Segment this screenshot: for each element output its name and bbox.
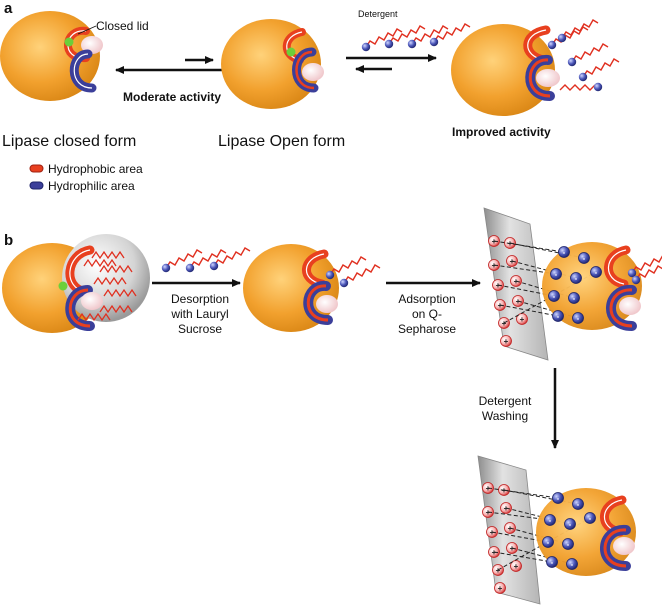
negative-bead-sign: - [555, 270, 558, 279]
positive-beads-washed: +++++++++++ [482, 482, 522, 594]
lipase-improved-enzyme [451, 19, 620, 116]
positive-bead [482, 506, 494, 518]
negative-bead [548, 290, 560, 302]
negative-bead [550, 268, 562, 280]
positive-bead-sign: + [496, 566, 501, 575]
negative-bead-sign: - [583, 254, 586, 263]
ionic-link [517, 300, 579, 319]
positive-bead-sign: + [504, 337, 509, 346]
lid-marker-icon [64, 37, 74, 47]
adsorption-line-1: Adsorption [398, 292, 455, 306]
negative-bead [570, 272, 582, 284]
negative-bead [566, 558, 578, 570]
ionic-link [487, 487, 559, 499]
lipase-open-enzyme [221, 19, 324, 109]
negative-bead-sign: - [575, 274, 578, 283]
negative-beads: --------- [548, 246, 602, 324]
closed-lid-label: Closed lid [96, 19, 149, 33]
closed-form-label: Lipase closed form [2, 133, 136, 150]
washing-line-1: Detergent [479, 394, 532, 408]
positive-bead [494, 582, 506, 594]
detergent-label: Detergent [358, 9, 398, 19]
negative-bead [552, 492, 564, 504]
negative-bead [584, 512, 596, 524]
negative-bead [568, 292, 580, 304]
lipase-on-interface [2, 234, 150, 333]
moderate-activity-label: Moderate activity [123, 90, 221, 104]
positive-bead-sign: + [502, 319, 507, 328]
desorption-line-1: Desorption [171, 292, 229, 306]
positive-bead [500, 335, 512, 347]
negative-bead-sign: - [547, 538, 550, 547]
closed-lid-pointer [77, 25, 97, 35]
desorption-line-2: with Lauryl [170, 307, 228, 321]
negative-bead-sign: - [549, 516, 552, 525]
negative-bead [562, 538, 574, 550]
negative-bead [542, 536, 554, 548]
negative-bead-sign: - [571, 560, 574, 569]
lid-marker-icon [58, 281, 68, 291]
ionic-link [511, 547, 573, 565]
negative-bead-sign: - [553, 292, 556, 301]
hydrophobic-swatch [29, 164, 44, 173]
ionic-link [499, 304, 559, 317]
negative-bead [564, 518, 576, 530]
negative-bead-sign: - [551, 558, 554, 567]
panel-b-label: b [4, 232, 13, 249]
positive-bead [510, 560, 522, 572]
negative-bead [546, 556, 558, 568]
lipase-desorbed-enzyme [243, 244, 381, 332]
ionic-link [493, 240, 565, 253]
negative-bead [544, 514, 556, 526]
negative-beads-washed: --------- [542, 492, 596, 570]
ionic-link [493, 551, 553, 563]
lipase-adsorbed-enzyme [542, 242, 662, 331]
negative-bead-sign: - [589, 514, 592, 523]
negative-bead [572, 312, 584, 324]
negative-bead-sign: - [577, 500, 580, 509]
negative-bead [578, 252, 590, 264]
ionic-link [515, 280, 575, 299]
desorption-line-3: Sucrose [178, 322, 222, 336]
negative-bead [572, 498, 584, 510]
washing-line-2: Washing [482, 409, 528, 423]
negative-bead-sign: - [573, 294, 576, 303]
negative-bead-sign: - [557, 312, 560, 321]
detergent-molecules [361, 23, 471, 52]
hydrophilic-label: Hydrophilic area [48, 179, 135, 193]
negative-bead [590, 266, 602, 278]
legend: Hydrophobic area Hydrophilic area [29, 162, 143, 193]
positive-bead-sign: + [520, 315, 525, 324]
hydrophilic-swatch [29, 181, 44, 190]
lid-marker-icon [286, 47, 296, 57]
negative-bead [552, 310, 564, 322]
negative-bead [558, 246, 570, 258]
hydrophobic-label: Hydrophobic area [48, 162, 143, 176]
negative-bead-sign: - [569, 520, 572, 529]
negative-bead-sign: - [595, 268, 598, 277]
lauryl-sucrose-molecules [161, 247, 251, 273]
lipase-closed-enzyme [0, 11, 103, 101]
lipase-washed-enzyme [536, 488, 636, 576]
negative-bead-sign: - [557, 494, 560, 503]
negative-bead-sign: - [563, 248, 566, 257]
panel-a-label: a [4, 0, 13, 17]
adsorption-line-2: on Q- [412, 307, 442, 321]
positive-bead-sign: + [498, 584, 503, 593]
negative-bead-sign: - [577, 314, 580, 323]
improved-activity-label: Improved activity [452, 125, 551, 139]
negative-bead-sign: - [567, 540, 570, 549]
positive-bead-sign: + [514, 562, 519, 571]
open-form-label: Lipase Open form [218, 133, 345, 150]
adsorption-line-3: Sepharose [398, 322, 456, 336]
ionic-link [509, 527, 569, 545]
